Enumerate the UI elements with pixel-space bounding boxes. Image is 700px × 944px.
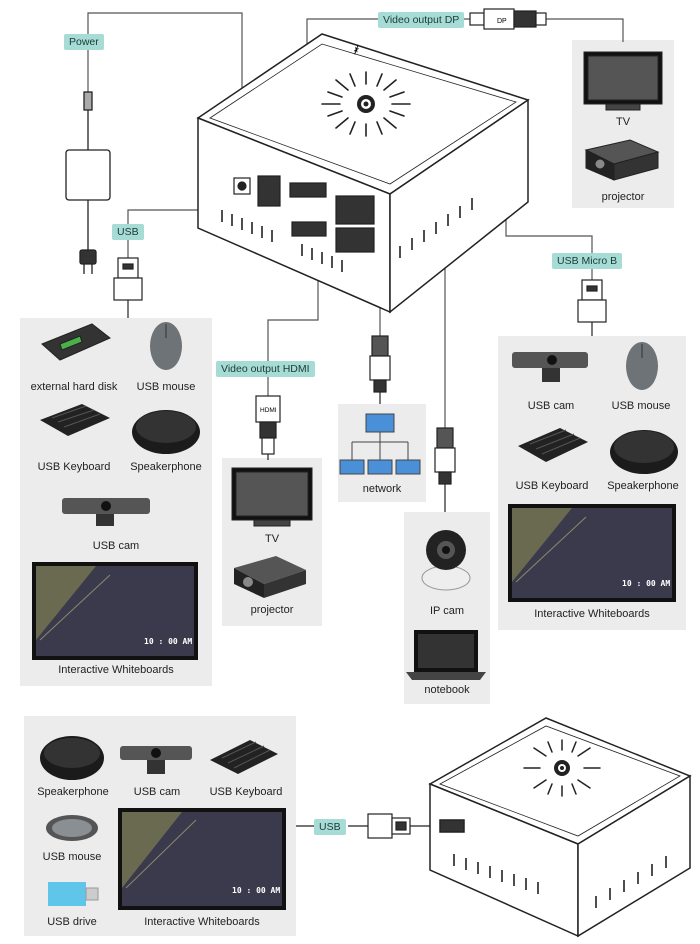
usb-micro-b-tag: USB Micro B xyxy=(552,253,623,269)
whiteboard-label-right: Interactive Whiteboards xyxy=(534,608,650,620)
front-ports xyxy=(233,175,375,253)
dp-tv-wire xyxy=(545,18,624,42)
usb-mouse-label-left: USB mouse xyxy=(136,381,196,393)
usb-mouse-icon-right xyxy=(626,342,658,390)
projector-label-top: projector xyxy=(601,191,645,203)
hdmi-connector-text: HDMI xyxy=(260,407,277,414)
speakerphone-icon-bottom xyxy=(40,736,104,780)
whiteboard-icon-bottom xyxy=(118,808,286,910)
speakerphone-label-left: Speakerphone xyxy=(130,461,202,473)
power-adapter xyxy=(65,91,111,274)
front-vents xyxy=(221,198,473,272)
hdmi-connector xyxy=(255,395,281,460)
ethernet-connector-ipcam xyxy=(434,427,456,512)
side-vents-bottom xyxy=(453,854,667,908)
whiteboard-icon-left xyxy=(32,562,198,660)
usb-mouse-icon-left xyxy=(150,322,182,370)
speakerphone-label-bottom: Speakerphone xyxy=(37,786,109,798)
usb-mouse-label-bottom: USB mouse xyxy=(42,851,102,863)
power-tag: Power xyxy=(64,34,104,50)
tv-label-top: TV xyxy=(615,116,631,128)
usb-cam-icon-right xyxy=(512,352,588,382)
ethernet-connector-network xyxy=(369,335,391,404)
network-label: network xyxy=(362,483,402,495)
usb-connector-bottom xyxy=(296,813,430,839)
network-icon xyxy=(339,413,421,475)
ip-cam-icon xyxy=(421,530,471,591)
usb-mouse-icon-bottom xyxy=(46,815,98,841)
usb-keyboard-icon-left xyxy=(40,404,110,436)
usb-keyboard-icon-right xyxy=(518,428,588,462)
usb-cam-label-left: USB cam xyxy=(92,540,140,552)
ip-cam-label: IP cam xyxy=(429,605,465,617)
speakerphone-icon-right xyxy=(610,430,678,474)
whiteboard-time-bottom: 10 : 00 AM xyxy=(232,886,281,895)
projector-icon-hdmi xyxy=(234,556,306,598)
video-output-dp-tag: Video output DP xyxy=(378,12,465,28)
usb-micro-b-connector xyxy=(577,279,607,336)
top-vent-pattern xyxy=(357,95,375,113)
dp-connector-text: DP xyxy=(497,18,507,25)
tv-icon-top xyxy=(583,51,663,111)
usb-keyboard-label-bottom: USB Keyboard xyxy=(209,786,283,798)
projector-icon-top xyxy=(584,139,660,181)
usb-drive-label: USB drive xyxy=(47,916,97,928)
notebook-icon xyxy=(406,630,486,680)
speakerphone-label-right: Speakerphone xyxy=(607,480,679,492)
whiteboard-label-left: Interactive Whiteboards xyxy=(58,664,174,676)
usb-tag: USB xyxy=(112,224,144,240)
speakerphone-icon-left xyxy=(132,410,200,454)
tv-icon-hdmi xyxy=(231,467,313,527)
usb-cam-label-bottom: USB cam xyxy=(133,786,181,798)
projector-label-hdmi: projector xyxy=(250,604,294,616)
usb-connector-left xyxy=(113,257,143,318)
whiteboard-time-left: 10 : 00 AM xyxy=(144,637,193,646)
top-vent-pattern-bottom xyxy=(523,739,601,797)
mini-pc-top xyxy=(196,33,530,314)
mini-pc-bottom xyxy=(428,717,692,938)
notebook-label: notebook xyxy=(424,684,470,696)
whiteboard-time-right: 10 : 00 AM xyxy=(622,579,671,588)
usb-cam-icon-left xyxy=(62,498,150,526)
usb-keyboard-label-right: USB Keyboard xyxy=(515,480,589,492)
usb-keyboard-icon-bottom xyxy=(210,740,278,774)
whiteboard-icon-right xyxy=(508,504,676,602)
usb-cam-icon-bottom xyxy=(120,746,192,774)
dp-connector xyxy=(469,8,547,30)
hard-disk-label: external hard disk xyxy=(30,381,118,393)
usb-drive-icon xyxy=(48,882,99,906)
hard-disk-icon xyxy=(41,323,111,361)
usb-mouse-label-right: USB mouse xyxy=(611,400,671,412)
whiteboard-label-bottom: Interactive Whiteboards xyxy=(144,916,260,928)
usb-cam-label-right: USB cam xyxy=(527,400,575,412)
brand-logo-top: ᚼ xyxy=(351,44,361,58)
usb-tag-bottom: USB xyxy=(314,819,346,835)
video-output-hdmi-tag: Video output HDMI xyxy=(216,361,315,377)
tv-label-hdmi: TV xyxy=(264,533,280,545)
usb-keyboard-label-left: USB Keyboard xyxy=(37,461,111,473)
